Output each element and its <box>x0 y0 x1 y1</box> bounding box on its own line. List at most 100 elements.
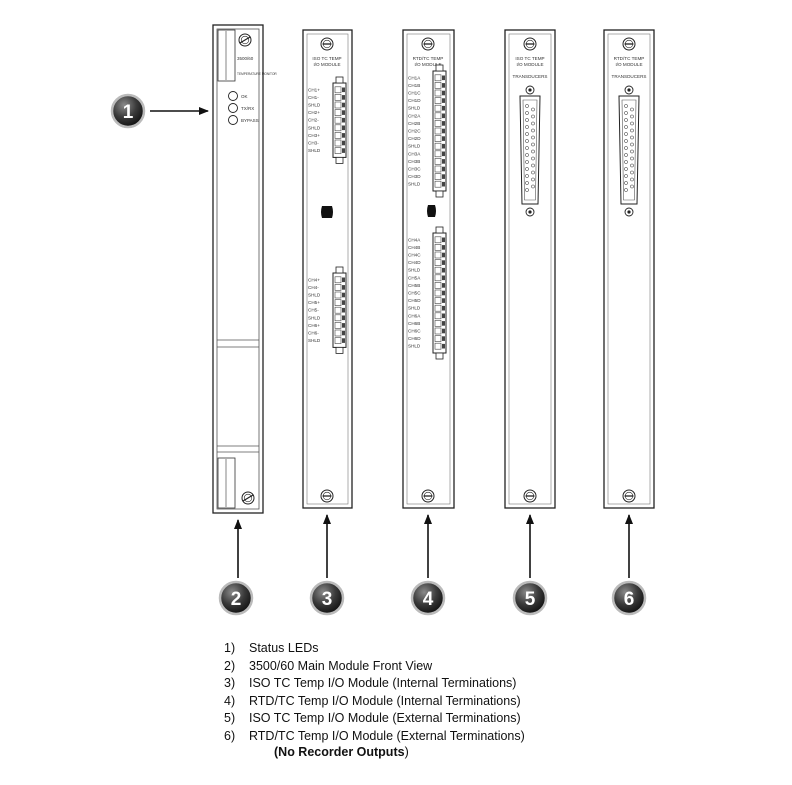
terminal-screw[interactable] <box>434 97 442 104</box>
terminal-screw[interactable] <box>434 112 442 120</box>
terminal-tab <box>442 336 445 341</box>
terminal-screw[interactable] <box>434 304 442 312</box>
terminal-label: CH6D <box>408 336 421 341</box>
terminal-screw[interactable] <box>334 147 342 154</box>
terminal-screw[interactable] <box>434 82 442 89</box>
terminal-screw[interactable] <box>334 139 342 147</box>
terminal-screw[interactable] <box>334 276 342 284</box>
terminal-tab <box>442 321 445 326</box>
top-latch[interactable] <box>217 29 236 82</box>
terminal-screw[interactable] <box>334 109 342 116</box>
terminal-screw[interactable] <box>434 342 442 350</box>
terminal-screw[interactable] <box>434 312 442 320</box>
terminal-screw[interactable] <box>434 236 442 244</box>
terminal-screw[interactable] <box>334 291 342 299</box>
bottom-screw-icon[interactable] <box>241 491 255 505</box>
terminal-screw[interactable] <box>334 132 342 139</box>
terminal-screw[interactable] <box>434 274 442 282</box>
terminal-tab <box>342 148 345 153</box>
terminal-screw[interactable] <box>434 150 442 158</box>
terminal-block-top: CH1ACH1BCH1CCH1DSHLDCH2ACH2BCH2CCH2DSHLD… <box>408 64 447 198</box>
terminal-screw[interactable] <box>434 320 442 327</box>
legend-text: Status LEDs <box>249 641 319 655</box>
terminal-screw[interactable] <box>434 180 442 188</box>
terminal-tab <box>342 330 345 336</box>
callout-5: 5 <box>512 580 548 616</box>
dsub-pin <box>624 174 628 178</box>
terminal-screw[interactable] <box>334 314 342 322</box>
terminal-screw[interactable] <box>434 173 442 180</box>
terminal-screw[interactable] <box>434 327 442 335</box>
dsub-pin <box>531 184 535 189</box>
terminal-screw[interactable] <box>434 104 442 112</box>
terminal-screw[interactable] <box>434 165 442 173</box>
terminal-screw[interactable] <box>334 337 342 344</box>
terminal-screw[interactable] <box>434 335 442 342</box>
terminal-tab <box>342 102 345 108</box>
dsub-pin <box>624 167 628 171</box>
terminal-tab <box>342 307 345 313</box>
terminal-screw[interactable] <box>334 86 342 94</box>
dsub-pin <box>630 156 634 161</box>
top-screw-icon[interactable] <box>238 33 252 47</box>
dsub-pin <box>531 149 535 154</box>
bottom-screw-icon[interactable] <box>622 489 636 503</box>
terminal-screw[interactable] <box>334 94 342 101</box>
txrx-led-icon <box>228 103 238 113</box>
bottom-screw-icon[interactable] <box>523 489 537 503</box>
terminal-screw[interactable] <box>334 101 342 109</box>
terminal-label: SHLD <box>408 344 421 349</box>
terminal-label: SHLD <box>308 293 321 298</box>
terminal-tab <box>342 95 345 100</box>
dsub-pin <box>624 146 628 150</box>
terminal-screw[interactable] <box>434 289 442 297</box>
terminal-screw[interactable] <box>434 120 442 127</box>
iso-tc-external-module: ISO TC TEMP I/O MODULE TRANSDUCERS <box>504 29 556 509</box>
terminal-screw[interactable] <box>434 244 442 251</box>
terminal-screw[interactable] <box>434 251 442 259</box>
terminal-screw[interactable] <box>434 158 442 165</box>
terminal-screw[interactable] <box>434 282 442 289</box>
terminal-screw[interactable] <box>334 299 342 306</box>
terminal-screw[interactable] <box>434 135 442 142</box>
module3-title-line2: I/O MODULE <box>313 62 340 67</box>
terminal-screw[interactable] <box>334 306 342 314</box>
terminal-screw[interactable] <box>334 284 342 291</box>
dsub-pin <box>525 139 529 143</box>
legend-item: 3)ISO TC Temp I/O Module (Internal Termi… <box>224 675 525 693</box>
bottom-screw-icon[interactable] <box>421 489 435 503</box>
terminal-screw[interactable] <box>334 322 342 329</box>
top-screw-icon[interactable] <box>320 37 334 51</box>
terminal-screw[interactable] <box>434 259 442 266</box>
bottom-latch[interactable] <box>217 457 236 509</box>
bottom-screw-icon[interactable] <box>320 489 334 503</box>
dsub-pin <box>531 107 535 112</box>
legend-text: RTD/TC Temp I/O Module (External Termina… <box>249 728 525 743</box>
terminal-screw[interactable] <box>434 127 442 135</box>
terminal-screw[interactable] <box>434 74 442 82</box>
terminal-screw[interactable] <box>334 124 342 132</box>
module4-title-line1: RTD/TC TEMP <box>413 56 444 61</box>
top-screw-icon[interactable] <box>523 37 537 51</box>
terminal-tab <box>342 87 345 93</box>
terminal-label: CH1- <box>308 95 319 100</box>
terminal-screw[interactable] <box>434 266 442 274</box>
terminal-screw[interactable] <box>434 142 442 150</box>
terminal-label: CH1A <box>408 75 421 80</box>
svg-text:4: 4 <box>423 589 434 610</box>
terminal-screw[interactable] <box>334 329 342 337</box>
top-screw-icon[interactable] <box>622 37 636 51</box>
terminal-screw[interactable] <box>434 89 442 97</box>
dsub-pin <box>624 181 628 185</box>
svg-text:6: 6 <box>624 589 635 610</box>
ok-led-icon <box>228 91 238 101</box>
terminal-label: SHLD <box>408 268 421 273</box>
terminal-screw[interactable] <box>434 297 442 304</box>
callout-1: 1 <box>110 93 146 129</box>
dsub-insert <box>522 99 538 201</box>
terminal-screw[interactable] <box>334 116 342 124</box>
legend-item: 6)RTD/TC Temp I/O Module (External Termi… <box>224 728 525 746</box>
svg-text:2: 2 <box>231 589 242 610</box>
top-screw-icon[interactable] <box>421 37 435 51</box>
